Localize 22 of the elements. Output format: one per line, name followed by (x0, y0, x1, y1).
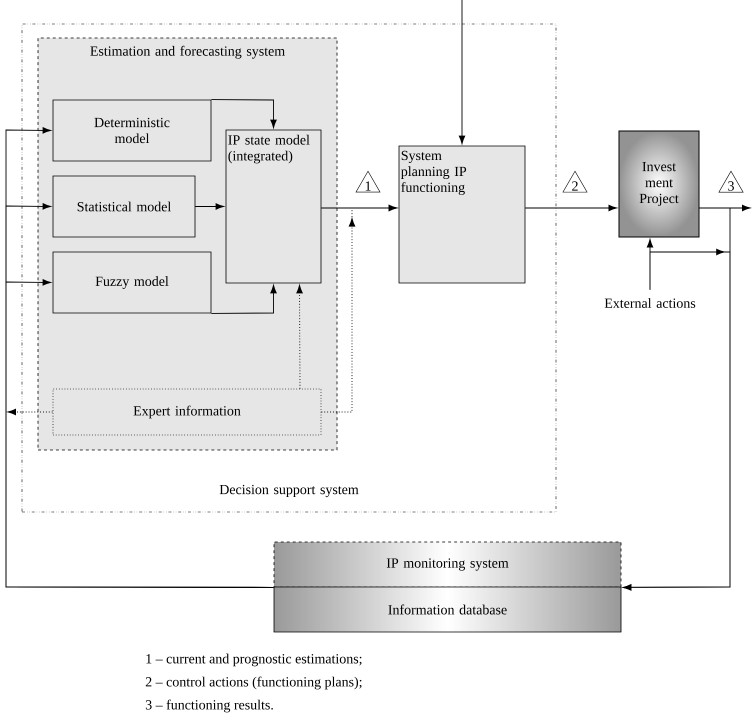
model-box: Deterministic model (52, 100, 212, 162)
arrow (524, 204, 617, 212)
model-box: Statistical model (52, 176, 196, 238)
arrow (194, 203, 224, 210)
monitoring-band: IP monitoring system (274, 542, 622, 588)
project-box: Invest ment Project (618, 130, 700, 238)
arrow (210, 99, 277, 128)
arrow (296, 284, 303, 390)
arrow (458, 0, 466, 144)
legend-note: 2 – control actions (functioning plans); (146, 676, 362, 690)
arrow (210, 284, 277, 314)
arrow (320, 204, 398, 212)
legend-note: 1 – current and prognostic estimations; (146, 654, 362, 666)
arrow (8, 408, 54, 416)
arrow (6, 279, 274, 588)
process-box: System planning IP functioning (398, 146, 526, 284)
input-box: Expert information (52, 388, 322, 436)
external-text: External actions (604, 298, 696, 308)
legend-note: 3 – functioning results. (146, 700, 273, 712)
model-box: Fuzzy model (52, 252, 212, 314)
database-band: Information database (274, 586, 622, 632)
model-box: IP state model (integrated) (226, 130, 322, 284)
